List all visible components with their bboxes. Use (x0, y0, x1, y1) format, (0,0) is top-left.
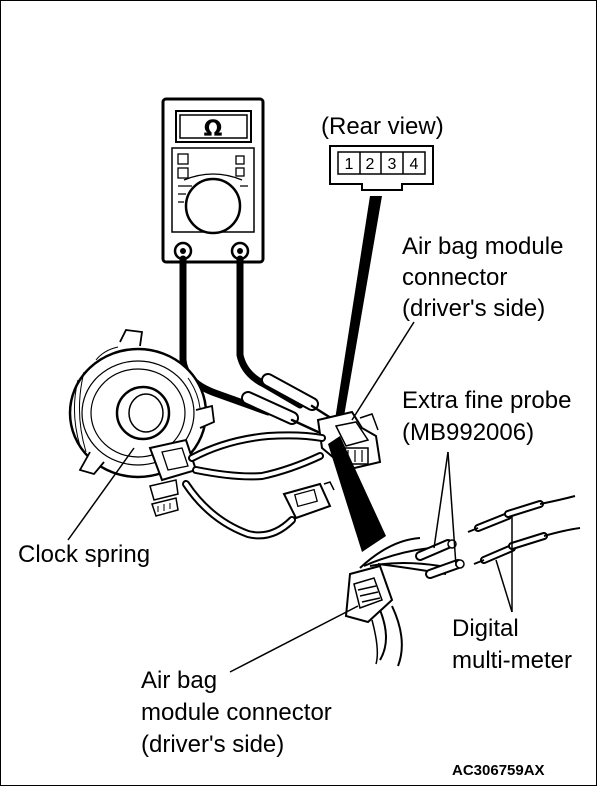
extra-fine-probe-line-2: (MB992006) (402, 419, 535, 446)
ohm-symbol: Ω (204, 117, 223, 142)
airbag-connector-bottom-line-2: module connector (141, 699, 332, 726)
rear-view-label: (Rear view) (321, 113, 444, 140)
leader-lines (67, 321, 513, 673)
extra-fine-probes (415, 539, 465, 579)
ohmmeter: Ω (161, 97, 265, 264)
pin-3: 3 (388, 156, 397, 173)
rear-view-pointer (334, 196, 382, 428)
pin-1: 1 (345, 156, 354, 173)
airbag-connector-bottom (344, 537, 447, 667)
digital-multimeter-line-1: Digital (452, 615, 519, 642)
meter-leads (179, 255, 336, 434)
digital-multimeter-line-2: multi-meter (452, 647, 573, 674)
clock-spring-label: Clock spring (18, 541, 151, 568)
airbag-connector-bottom-line-3: (driver's side) (141, 731, 285, 758)
pin-2: 2 (366, 156, 375, 173)
figure-code: AC306759AX (452, 762, 545, 779)
rear-view-connector: 1 2 3 4 (329, 145, 434, 191)
clock-spring (68, 329, 215, 517)
small-connector (282, 481, 335, 520)
airbag-connector-top-line-1: Air bag module (402, 233, 564, 260)
extra-fine-probe-line-1: Extra fine probe (402, 387, 572, 414)
airbag-connector-bottom-line-1: Air bag (141, 667, 218, 694)
multimeter-probe-tips (467, 495, 581, 565)
airbag-connector-top-line-2: connector (402, 264, 508, 291)
airbag-connector-top-line-3: (driver's side) (402, 295, 546, 322)
pin-4: 4 (410, 156, 419, 173)
selector-dial (184, 177, 242, 235)
clock-spring-harness (182, 431, 326, 540)
zoom-pointer (328, 436, 386, 552)
